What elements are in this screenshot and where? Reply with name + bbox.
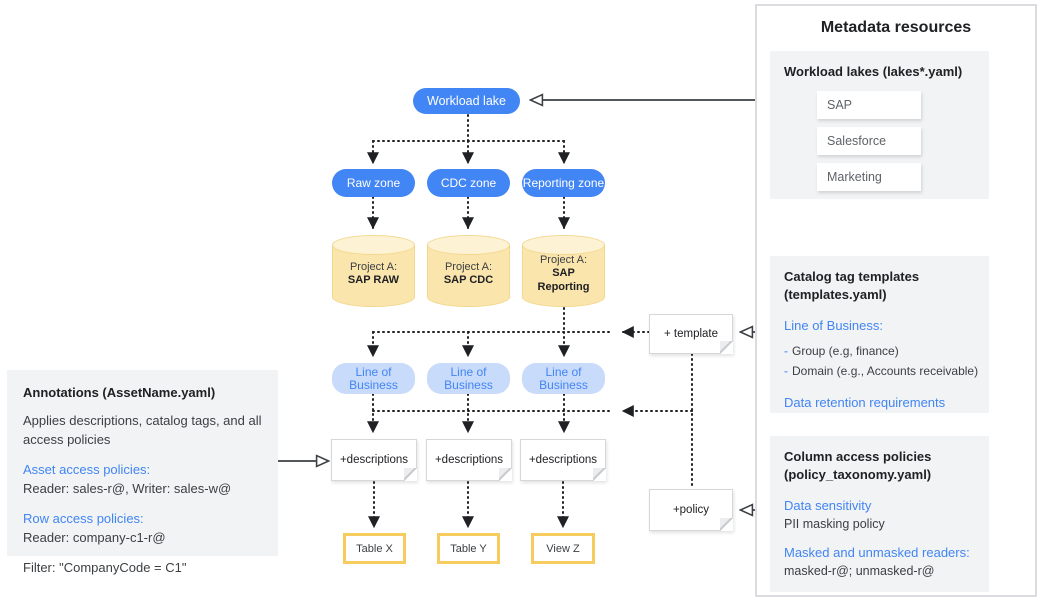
column-policies-section: Column access policies (policy_taxonomy.… — [770, 436, 989, 592]
workload-lake-label: Workload lake — [427, 93, 506, 108]
table-label: Table Y — [450, 542, 487, 555]
zone-node-reporting: Reporting zone — [522, 169, 605, 197]
masked-readers-heading: Masked and unmasked readers: — [784, 545, 970, 560]
descriptions-note-2: +descriptions — [426, 439, 512, 481]
metadata-panel-title: Metadata resources — [820, 19, 972, 36]
asset-access-heading: Asset access policies: — [23, 462, 151, 477]
project-name: SAP CDC — [443, 274, 494, 286]
row-access-heading: Row access policies: — [23, 511, 144, 526]
descriptions-label: +descriptions — [434, 454, 504, 466]
lob-heading: Line of Business: — [784, 318, 884, 333]
lake-card-salesforce: Salesforce — [817, 127, 921, 155]
cylinder-text: Project A: SAP CDC — [433, 249, 504, 299]
data-retention-heading: Data retention requirements — [784, 395, 946, 410]
workload-lake-node: Workload lake — [413, 88, 520, 114]
lob-node-1: Line of Business — [332, 363, 415, 394]
catalog-templates-section: Catalog tag templates (templates.yaml) L… — [770, 256, 989, 413]
descriptions-label: +descriptions — [528, 454, 598, 466]
policy-label: +policy — [672, 504, 710, 516]
metadata-resources-panel: Metadata resources Workload lakes (lakes… — [755, 4, 1037, 597]
masked-readers-value: masked-r@; unmasked-r@ — [784, 564, 935, 578]
project-name: SAP RAW — [347, 274, 400, 286]
column-policies-heading: Column access policies (policy_taxonomy.… — [784, 449, 932, 482]
bullet-dash-icon: - — [784, 344, 788, 358]
folded-corner — [499, 468, 512, 481]
table-label: Table X — [356, 542, 393, 555]
database-cylinder-sap-cdc: Project A: SAP CDC — [427, 235, 510, 307]
zone-label-reporting: Reporting zone — [522, 175, 605, 190]
data-sensitivity-value: PII masking policy — [784, 517, 885, 531]
template-label: + template — [663, 328, 719, 340]
catalog-templates-heading: Catalog tag templates (templates.yaml) — [784, 269, 920, 302]
asset-access-value: Reader: sales-r@, Writer: sales-w@ — [23, 481, 232, 496]
catalog-bullet-domain: -Domain (e.g., Accounts receivable) — [784, 361, 979, 381]
catalog-bullet-group: -Group (e.g, finance) — [784, 341, 979, 361]
cylinder-shape — [332, 235, 415, 255]
lob-label: Line of Business — [539, 364, 588, 392]
cylinder-shape — [522, 235, 605, 255]
data-sensitivity-heading: Data sensitivity — [784, 498, 872, 513]
table-label: View Z — [546, 542, 580, 555]
lob-label: Line of Business — [349, 364, 398, 392]
bullet-text: Domain (e.g., Accounts receivable) — [792, 364, 979, 378]
database-cylinder-sap-raw: Project A: SAP RAW — [332, 235, 415, 307]
project-prefix: Project A: — [444, 260, 493, 273]
annotations-description: Applies descriptions, catalog tags, and … — [23, 413, 262, 447]
row-access-value: Reader: company-c1-r@ — [23, 530, 166, 545]
lake-card-marketing: Marketing — [817, 163, 921, 191]
folded-corner — [720, 518, 733, 531]
project-name: SAP Reporting — [537, 267, 590, 293]
output-view-z: View Z — [531, 533, 595, 564]
output-table-y: Table Y — [437, 533, 500, 564]
lake-card-sap: SAP — [817, 91, 921, 119]
folded-corner — [720, 341, 733, 354]
output-table-x: Table X — [343, 533, 406, 564]
workload-lakes-section: Workload lakes (lakes*.yaml) SAP Salesfo… — [770, 51, 989, 199]
lob-node-3: Line of Business — [522, 363, 605, 394]
zone-label-cdc: CDC zone — [440, 175, 497, 190]
lob-label: Line of Business — [444, 364, 493, 392]
folded-corner — [404, 468, 417, 481]
folded-corner — [593, 468, 606, 481]
lake-card-label: Marketing — [827, 170, 882, 184]
database-cylinder-sap-reporting: Project A: SAP Reporting — [522, 235, 605, 307]
cylinder-text: Project A: SAP Reporting — [528, 249, 599, 299]
lake-card-label: Salesforce — [827, 134, 887, 148]
zone-node-raw: Raw zone — [332, 169, 415, 197]
template-note: + template — [649, 314, 733, 354]
policy-note: +policy — [649, 489, 733, 531]
bullet-text: Group (e.g, finance) — [792, 344, 899, 358]
filter-value: Filter: "CompanyCode = C1" — [23, 560, 187, 575]
descriptions-note-1: +descriptions — [331, 439, 417, 481]
descriptions-note-3: +descriptions — [520, 439, 606, 481]
workload-lakes-heading: Workload lakes (lakes*.yaml) — [784, 64, 963, 79]
zone-label-raw: Raw zone — [346, 175, 401, 190]
descriptions-label: +descriptions — [339, 454, 409, 466]
project-prefix: Project A: — [349, 260, 398, 273]
bullet-dash-icon: - — [784, 364, 788, 378]
zone-node-cdc: CDC zone — [427, 169, 510, 197]
lob-node-2: Line of Business — [427, 363, 510, 394]
cylinder-text: Project A: SAP RAW — [338, 249, 409, 299]
annotations-title: Annotations (AssetName.yaml) — [23, 385, 216, 400]
cylinder-shape — [427, 235, 510, 255]
project-prefix: Project A: — [539, 253, 588, 266]
lake-card-label: SAP — [827, 98, 853, 112]
annotations-box: Annotations (AssetName.yaml) Applies des… — [7, 370, 278, 575]
